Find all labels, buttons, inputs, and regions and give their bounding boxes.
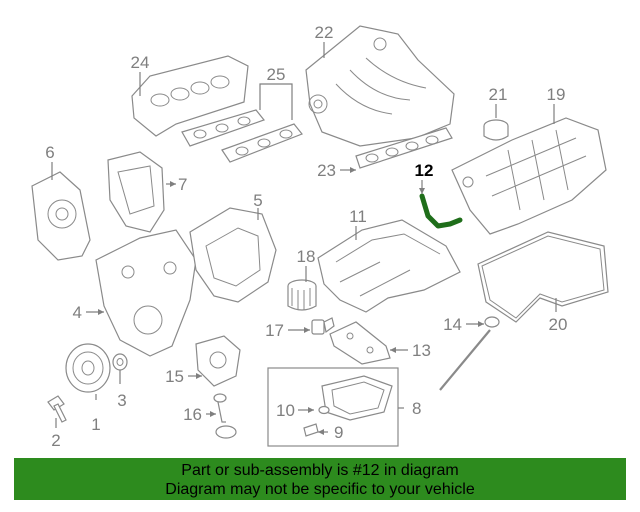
callout-19: 19	[547, 85, 566, 104]
part-pulley-washer[interactable]	[112, 353, 128, 371]
part-oil-filter[interactable]	[287, 279, 317, 311]
callout-13: 13	[412, 341, 431, 360]
callout-8: 8	[412, 399, 421, 418]
callout-6: 6	[45, 143, 54, 162]
engine-parts-diagram: 1 2 3 4 5 6 7 8 9 10 11 12 13 14 15 16 1…	[31, 23, 609, 450]
callout-12-highlighted: 12	[415, 161, 434, 180]
banner-line-2: Diagram may not be specific to your vehi…	[165, 481, 475, 498]
part-baffle-plate[interactable]	[329, 321, 391, 365]
leader-lines	[51, 42, 557, 433]
callout-25: 25	[267, 65, 286, 84]
part-manifold-gaskets[interactable]	[355, 127, 453, 169]
part-crank-pulley[interactable]	[65, 343, 111, 393]
callout-15: 15	[165, 367, 184, 386]
part-oil-strainer[interactable]	[213, 393, 237, 439]
part-intake-manifold[interactable]	[305, 25, 455, 147]
part-valve-cover-gasket[interactable]	[477, 231, 609, 323]
part-upper-oil-pan[interactable]	[317, 219, 461, 313]
callout-4: 4	[73, 303, 82, 322]
part-lower-oil-pan-group[interactable]	[267, 367, 399, 447]
leader-arrowheads	[98, 167, 484, 435]
callout-14: 14	[443, 315, 462, 334]
part-rear-cover[interactable]	[189, 207, 277, 303]
callout-24: 24	[131, 53, 150, 72]
callout-1: 1	[91, 415, 100, 434]
callout-20: 20	[549, 315, 568, 334]
callout-labels: 1 2 3 4 5 6 7 8 9 10 11 12 13 14 15 16 1…	[45, 23, 567, 450]
callout-16: 16	[183, 405, 202, 424]
callout-21: 21	[489, 85, 508, 104]
part-12-highlighted[interactable]	[419, 193, 463, 229]
callout-10: 10	[276, 401, 295, 420]
info-banner: Part or sub-assembly is #12 in diagram D…	[14, 458, 626, 500]
callout-17: 17	[265, 321, 284, 340]
part-pump-cover[interactable]	[107, 151, 165, 233]
callout-7: 7	[178, 175, 187, 194]
callout-11: 11	[349, 207, 367, 226]
callout-18: 18	[297, 247, 316, 266]
part-oil-filler-cap[interactable]	[483, 119, 509, 141]
banner-line-1: Part or sub-assembly is #12 in diagram	[181, 462, 459, 479]
part-pulley-bolt[interactable]	[47, 395, 67, 423]
callout-9: 9	[334, 423, 343, 442]
part-oil-pressure-switch[interactable]	[311, 317, 335, 335]
part-valve-cover[interactable]	[451, 117, 607, 235]
part-dipstick[interactable]	[439, 316, 500, 391]
part-water-pump[interactable]	[31, 171, 91, 261]
callout-5: 5	[253, 191, 262, 210]
callout-3: 3	[117, 391, 126, 410]
part-oil-pump[interactable]	[195, 335, 241, 387]
part-plenum-gaskets[interactable]	[181, 109, 303, 163]
part-intake-plenum[interactable]	[131, 55, 249, 137]
callout-2: 2	[51, 431, 60, 450]
callout-23: 23	[317, 161, 336, 180]
callout-22: 22	[315, 23, 334, 42]
part-front-cover[interactable]	[95, 229, 197, 357]
